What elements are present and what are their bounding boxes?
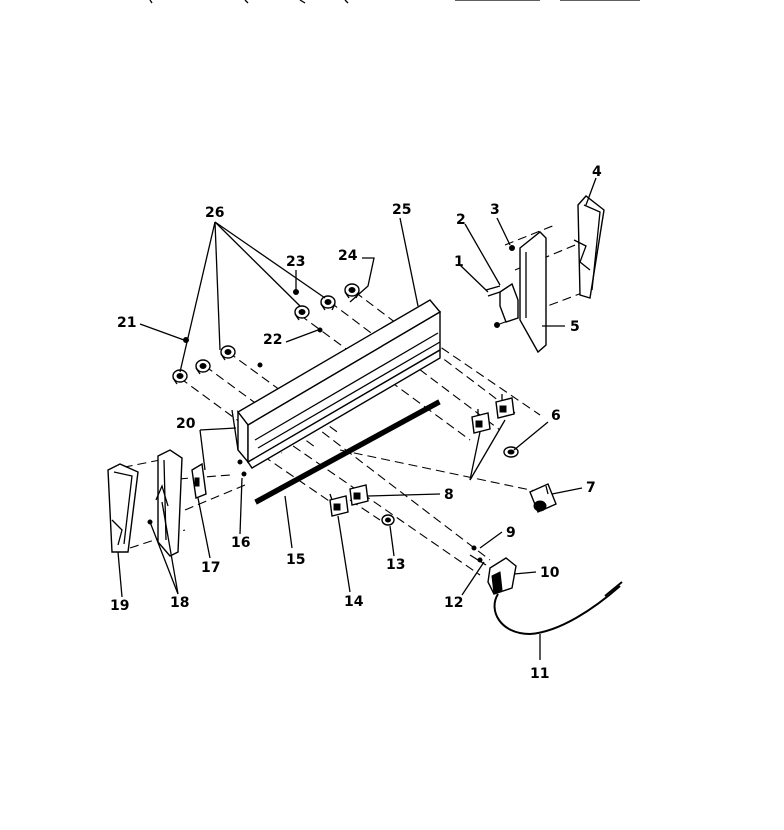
- label-part-13: 13: [386, 557, 405, 573]
- label-part-6: 6: [551, 408, 561, 424]
- label-part-5: 5: [570, 319, 580, 335]
- part-25-manifold-panel: [231, 299, 442, 469]
- label-part-10: 10: [540, 565, 560, 581]
- label-part-25: 25: [392, 202, 411, 218]
- part-18-left-bracket: [147, 449, 183, 557]
- label-part-8: 8: [444, 487, 454, 503]
- label-part-23: 23: [286, 254, 305, 270]
- label-part-17: 17: [201, 560, 220, 576]
- part-16-screws: [237, 459, 247, 477]
- part-7-igniter-switch: [529, 483, 557, 513]
- part-8-switches: [329, 394, 515, 517]
- top-edge-marks: [149, 0, 640, 4]
- label-part-16: 16: [231, 535, 250, 551]
- label-part-11: 11: [530, 666, 549, 682]
- part-labels: 1 2 3 4 5 6 7 8 9 10 11 12 13 14 15 16 1…: [110, 164, 602, 682]
- label-part-22: 22: [263, 332, 282, 348]
- part-17-left-clip: [191, 462, 207, 499]
- label-part-19: 19: [110, 598, 129, 614]
- part-11-cable: [493, 581, 623, 636]
- label-part-18: 18: [170, 595, 189, 611]
- label-part-21: 21: [117, 315, 136, 331]
- label-part-20: 20: [176, 416, 196, 432]
- label-part-4: 4: [592, 164, 602, 180]
- label-part-3: 3: [490, 202, 500, 218]
- part-15-rod: [254, 399, 441, 505]
- label-part-14: 14: [344, 594, 364, 610]
- part-10-spark-module: [469, 545, 517, 595]
- part-13-clip: [381, 514, 395, 526]
- label-part-1: 1: [454, 254, 464, 270]
- part-19-left-panel: [107, 463, 139, 553]
- part-5-right-bracket: [485, 231, 547, 354]
- label-part-2: 2: [456, 212, 466, 228]
- label-part-24: 24: [338, 248, 358, 264]
- label-part-12: 12: [444, 595, 463, 611]
- label-part-26: 26: [205, 205, 224, 221]
- part-4-right-panel: [573, 195, 605, 299]
- label-part-15: 15: [286, 552, 305, 568]
- label-part-7: 7: [586, 480, 596, 496]
- leader-lines: [117, 177, 597, 660]
- label-part-9: 9: [506, 525, 516, 541]
